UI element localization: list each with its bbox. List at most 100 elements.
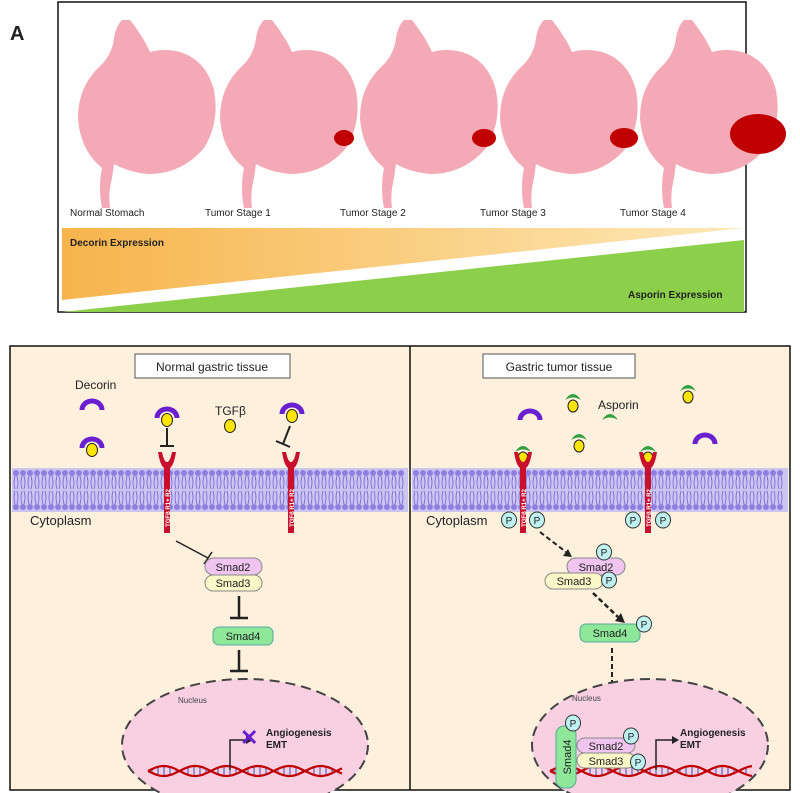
gene-label: Angiogenesis — [266, 728, 332, 739]
lipid-head — [497, 470, 503, 476]
nucleus — [121, 678, 369, 793]
lipid-head — [398, 504, 404, 510]
lipid-tail — [146, 475, 152, 505]
smad4-label: Smad4 — [562, 740, 574, 775]
lipid-tail — [342, 475, 348, 505]
lipid-head — [251, 470, 257, 476]
receptor-label: TGFβ R1+ R2 — [290, 488, 296, 527]
lipid-tail — [455, 475, 461, 505]
activation-arrow — [539, 531, 567, 553]
inhibition-arrow — [175, 540, 209, 559]
stomach-caption: Tumor Stage 1 — [205, 208, 271, 219]
lipid-head — [370, 504, 376, 510]
asporin-protein — [602, 414, 618, 420]
lipid-tail — [672, 475, 678, 505]
lipid-head — [27, 470, 33, 476]
lipid-tail — [307, 475, 313, 505]
lipid-tail — [300, 475, 306, 505]
lipid-head — [244, 470, 250, 476]
lipid-head — [609, 504, 615, 510]
lipid-tail — [434, 475, 440, 505]
lipid-head — [455, 504, 461, 510]
lipid-head — [588, 470, 594, 476]
tgfb-ligand — [567, 399, 579, 413]
lipid-head — [637, 470, 643, 476]
lipid-head — [511, 504, 517, 510]
smad3-label: Smad3 — [557, 576, 592, 588]
lipid-head — [721, 504, 727, 510]
panel-b: Normal gastric tissue Decorin TGFβ Cytop… — [9, 345, 791, 793]
asporin-protein — [515, 446, 531, 452]
lipid-head — [125, 504, 131, 510]
lipid-tail — [539, 475, 545, 505]
lipid-head — [174, 504, 180, 510]
lipid-head — [770, 504, 776, 510]
lipid-head — [104, 504, 110, 510]
lipid-tail — [314, 475, 320, 505]
stomach — [640, 20, 786, 208]
receptor-label: TGFβ R1+ R2 — [647, 488, 653, 527]
lipid-tail — [251, 475, 257, 505]
lipid-tail — [756, 475, 762, 505]
lipid-head — [223, 470, 229, 476]
lipid-tail — [181, 475, 187, 505]
tgfb-ligand — [573, 439, 585, 453]
lipid-head — [483, 470, 489, 476]
lipid-head — [104, 470, 110, 476]
phospho-label: P — [534, 516, 541, 527]
lipid-head — [581, 504, 587, 510]
lipid-tail — [448, 475, 454, 505]
lipid-head — [307, 504, 313, 510]
lipid-head — [665, 504, 671, 510]
lipid-head — [76, 504, 82, 510]
lipid-tail — [258, 475, 264, 505]
lipid-head — [48, 504, 54, 510]
lipid-head — [230, 504, 236, 510]
lipid-head — [672, 504, 678, 510]
phospho-marker — [655, 511, 671, 529]
lipid-head — [13, 504, 19, 510]
lipid-tail — [265, 475, 271, 505]
lipid-head — [55, 470, 61, 476]
lipid-head — [181, 504, 187, 510]
lipid-tail — [721, 475, 727, 505]
lipid-tail — [497, 475, 503, 505]
tgfb-ligand — [161, 413, 173, 427]
tgfb-ligand — [86, 443, 98, 457]
lipid-tail — [504, 475, 510, 505]
lipid-head — [293, 504, 299, 510]
lipid-head — [581, 470, 587, 476]
lipid-head — [553, 504, 559, 510]
stomach-shape — [500, 20, 638, 208]
lipid-tail — [469, 475, 475, 505]
lipid-head — [237, 504, 243, 510]
phospho-marker — [623, 727, 639, 745]
lipid-head — [97, 470, 103, 476]
inhibition-bar — [203, 551, 213, 565]
lipid-tail — [195, 475, 201, 505]
lipid-tail — [441, 475, 447, 505]
lipid-head — [672, 470, 678, 476]
lipid-head — [504, 470, 510, 476]
lipid-head — [735, 470, 741, 476]
lipid-head — [700, 470, 706, 476]
tgfb-ligand — [224, 419, 236, 433]
lipid-head — [69, 470, 75, 476]
lipid-head — [658, 504, 664, 510]
lipid-head — [490, 504, 496, 510]
lipid-head — [90, 504, 96, 510]
lipid-tail — [188, 475, 194, 505]
lipid-head — [616, 504, 622, 510]
decorin-protein — [517, 408, 543, 421]
lipid-head — [34, 504, 40, 510]
lipid-head — [756, 504, 762, 510]
lipid-tail — [595, 475, 601, 505]
lipid-tail — [111, 475, 117, 505]
lipid-head — [391, 504, 397, 510]
lipid-tail — [209, 475, 215, 505]
lipid-head — [279, 504, 285, 510]
lipid-head — [13, 470, 19, 476]
lipid-head — [258, 504, 264, 510]
stomach-row — [78, 20, 786, 208]
lipid-tail — [462, 475, 468, 505]
